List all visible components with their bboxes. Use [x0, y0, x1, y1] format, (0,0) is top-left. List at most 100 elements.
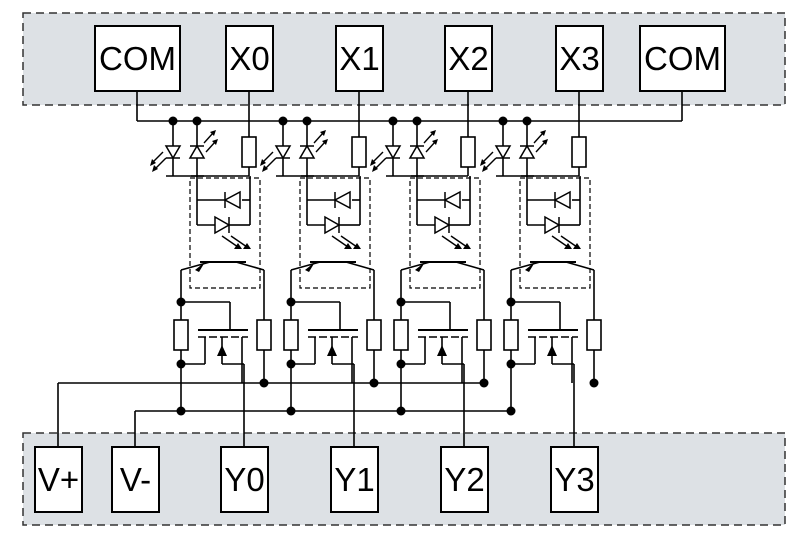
terminal-v-minus[interactable]: V-: [111, 446, 160, 513]
light-arrow: [203, 132, 214, 144]
junction-dot: [302, 116, 312, 126]
terminal-x2[interactable]: X2: [444, 25, 493, 92]
terminal-y0[interactable]: Y0: [220, 446, 269, 513]
led-icon: [408, 144, 426, 159]
led-icon: [434, 215, 451, 235]
terminal-label: Y0: [224, 461, 264, 498]
arrowhead: [564, 243, 572, 249]
led-icon: [274, 145, 292, 160]
terminal-y3[interactable]: Y3: [550, 446, 599, 513]
junction-dot: [522, 116, 532, 126]
terminal-com-right[interactable]: COM: [639, 25, 726, 92]
optocoupler-package: [189, 177, 261, 289]
terminal-y2[interactable]: Y2: [440, 446, 489, 513]
gate-resistor: [393, 319, 409, 351]
io-channel-3: [480, 91, 602, 447]
led-icon: [188, 144, 206, 159]
input-resistor: [460, 136, 476, 168]
led-icon: [298, 144, 316, 159]
light-arrow: [441, 235, 459, 248]
junction-dot: [192, 116, 202, 126]
arrowhead: [217, 345, 227, 356]
input-common-bus: [136, 91, 683, 122]
terminal-x0[interactable]: X0: [225, 25, 274, 92]
light-arrow: [154, 157, 167, 170]
junction-dot: [412, 116, 422, 126]
light-arrow: [315, 141, 326, 153]
led-icon: [324, 215, 341, 235]
arrowhead: [415, 262, 425, 272]
arrowhead: [243, 243, 251, 249]
arrowhead: [195, 262, 205, 272]
light-arrow: [331, 235, 349, 248]
diode-icon: [333, 190, 351, 210]
terminal-label: Y3: [554, 461, 594, 498]
gate-resistor: [283, 319, 299, 351]
load-resistor: [256, 319, 272, 351]
arrowhead: [482, 165, 488, 172]
arrowhead: [234, 243, 242, 249]
wire: [455, 261, 485, 271]
arrowhead: [152, 165, 158, 172]
arrowhead: [525, 262, 535, 272]
junction-dot: [506, 406, 516, 416]
light-arrow: [560, 235, 578, 248]
terminal-label: COM: [99, 40, 176, 77]
terminal-label: V+: [38, 461, 79, 498]
led-icon: [494, 145, 512, 160]
arrowhead: [432, 139, 438, 145]
led-icon: [518, 144, 536, 159]
wire: [345, 261, 375, 271]
arrowhead: [430, 130, 436, 136]
terminal-label: V-: [120, 461, 151, 498]
light-arrow: [374, 157, 387, 170]
io-channel-1: [260, 91, 382, 447]
arrowhead: [210, 130, 216, 136]
terminal-x1[interactable]: X1: [335, 25, 384, 92]
terminal-x3[interactable]: X3: [555, 25, 604, 92]
arrowhead: [547, 345, 557, 356]
terminal-label: COM: [644, 40, 721, 77]
junction-dot: [278, 116, 288, 126]
optocoupler-package: [299, 177, 371, 289]
arrowhead: [260, 159, 266, 166]
light-arrow: [423, 132, 434, 144]
junction-dot: [589, 378, 599, 388]
arrowhead: [320, 130, 326, 136]
junction-dot: [388, 116, 398, 126]
diode-icon: [443, 190, 461, 210]
diode-icon: [223, 190, 241, 210]
terminal-y1[interactable]: Y1: [330, 446, 379, 513]
arrowhead: [322, 139, 328, 145]
light-arrow: [230, 235, 248, 248]
terminal-label: Y2: [444, 461, 484, 498]
light-arrow: [551, 235, 569, 248]
arrowhead: [372, 165, 378, 172]
light-arrow: [264, 157, 277, 170]
wire: [235, 261, 265, 271]
io-channel-0: [150, 91, 272, 447]
terminal-label: X2: [448, 40, 488, 77]
arrowhead: [463, 243, 471, 249]
io-channel-2: [370, 91, 492, 447]
light-arrow: [340, 235, 358, 248]
load-resistor: [366, 319, 382, 351]
arrowhead: [540, 130, 546, 136]
wire: [290, 261, 321, 271]
junction-dot: [498, 116, 508, 126]
supply-buses: [57, 382, 510, 447]
load-resistor: [476, 319, 492, 351]
light-arrow: [221, 235, 239, 248]
light-arrow: [450, 235, 468, 248]
wire: [180, 261, 211, 271]
arrowhead: [327, 345, 337, 356]
input-resistor: [351, 136, 367, 168]
terminal-com-left[interactable]: COM: [94, 25, 181, 92]
terminal-v-plus[interactable]: V+: [34, 446, 83, 513]
led-icon: [164, 145, 182, 160]
terminal-label: Y1: [334, 461, 374, 498]
arrowhead: [212, 139, 218, 145]
input-resistor: [571, 136, 587, 168]
led-icon: [214, 215, 231, 235]
